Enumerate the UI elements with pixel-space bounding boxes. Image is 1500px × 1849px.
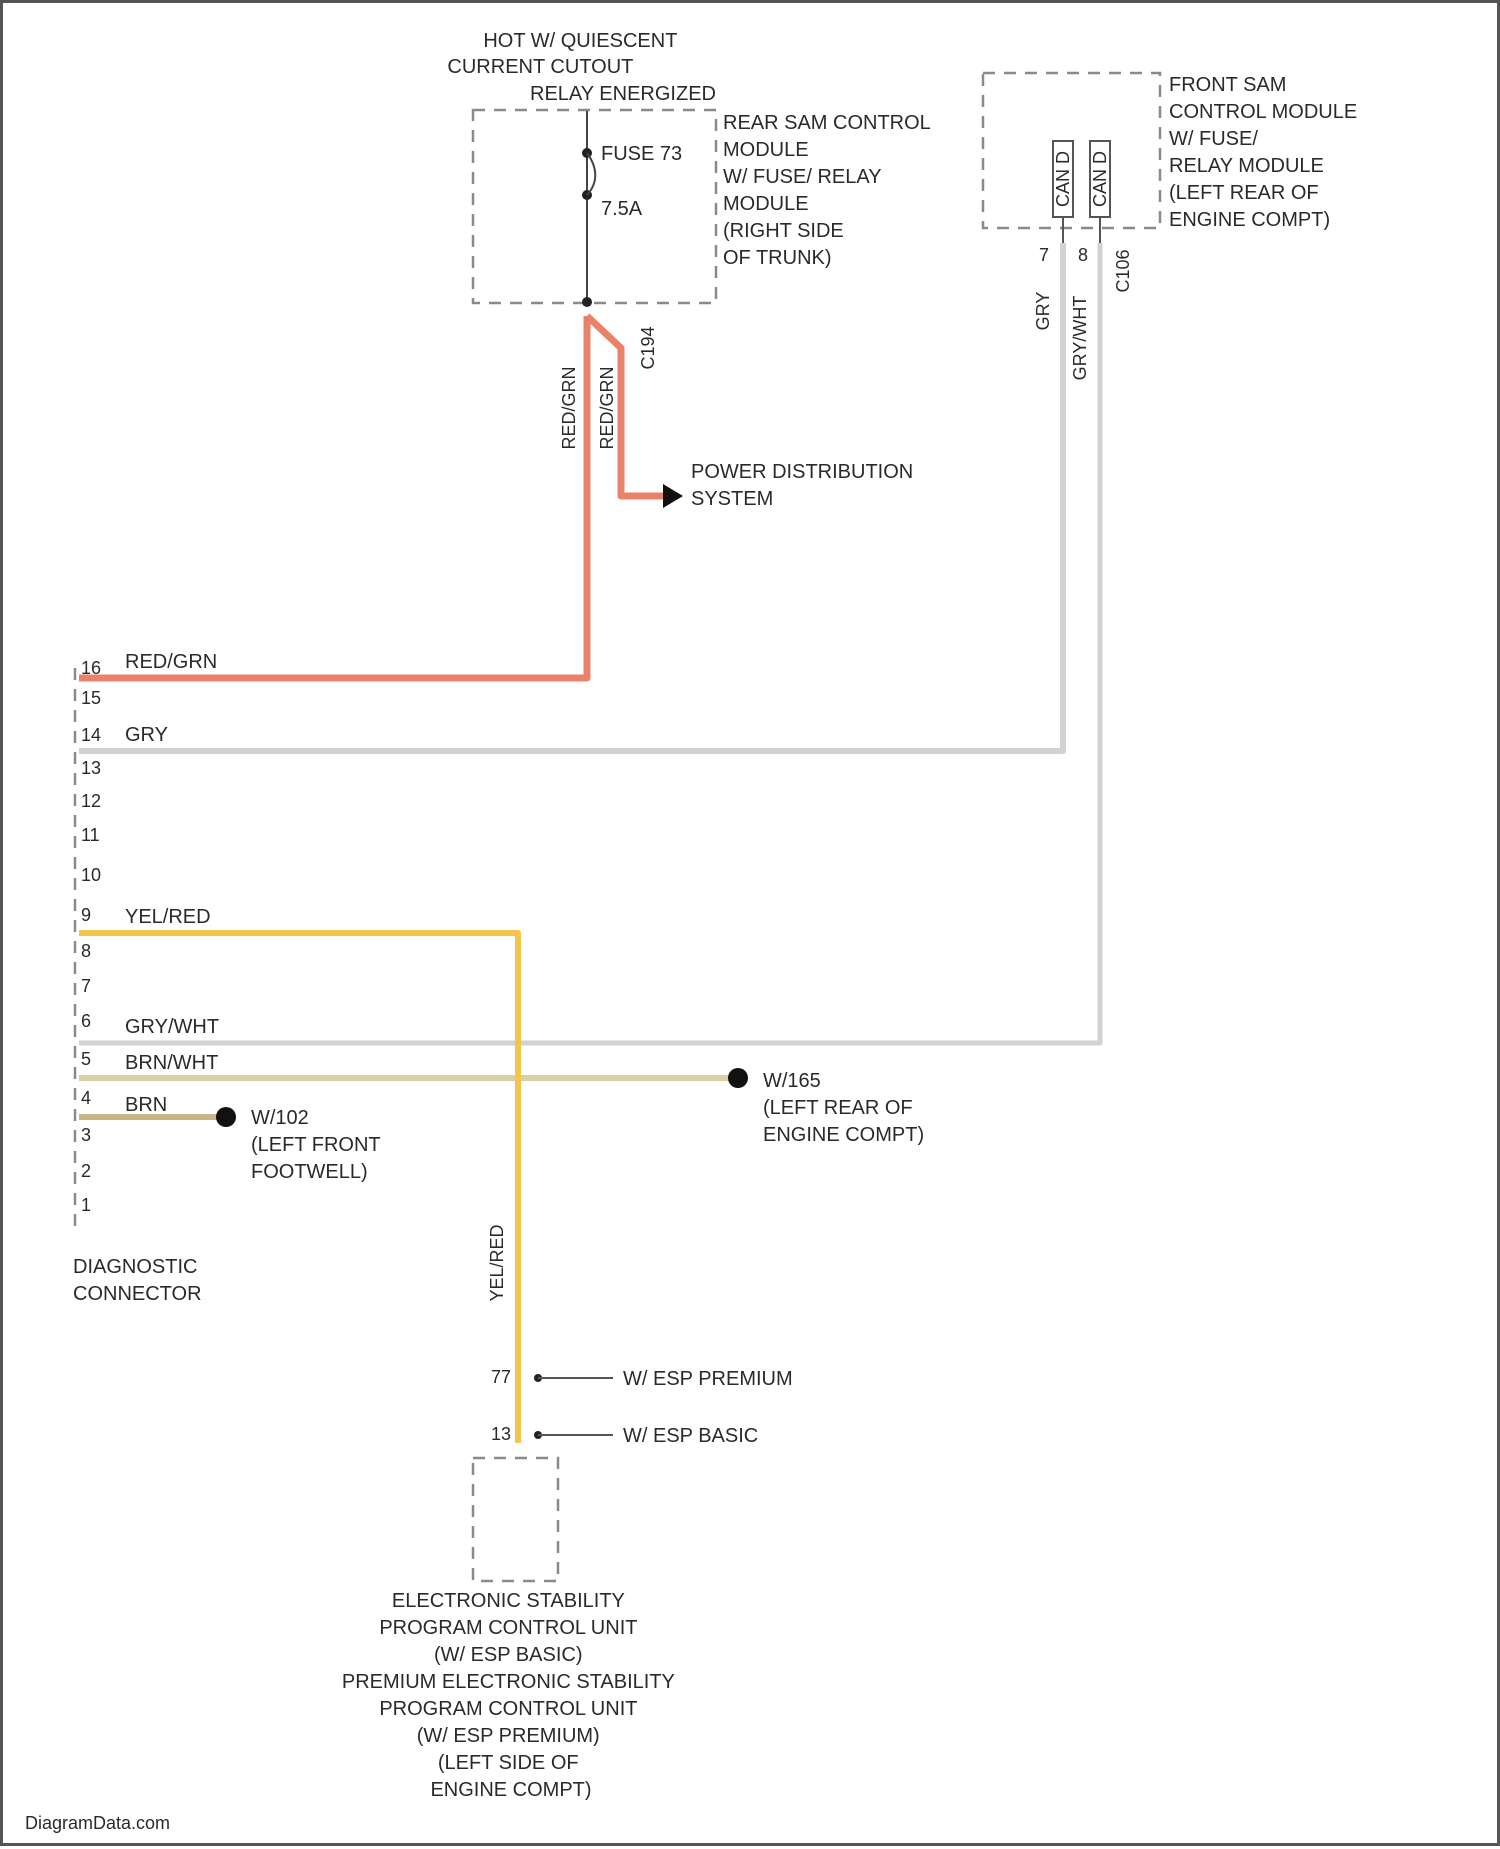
wire-label-pin6: GRY/WHT [125,1016,219,1038]
esp-wire-label: YEL/RED [487,1224,507,1301]
wire-label-pin5: BRN/WHT [125,1052,218,1074]
front-can-label-2: CAN D [1090,151,1110,207]
pin-number-15: 15 [81,688,101,708]
rear-sam-control-module [473,110,716,307]
wire-red-grn-pin16 [79,316,587,678]
pin-number-9: 9 [81,905,91,925]
power-distribution-arrow-icon [663,484,683,508]
wire-label-pin14: GRY [125,724,168,746]
pin-number-11: 11 [81,825,100,845]
front-sam-label: FRONT SAM CONTROL MODULE W/ FUSE/ RELAY … [1169,74,1363,231]
wire-label-pin16: RED/GRN [125,651,217,673]
rear-connector-label: C194 [638,326,658,369]
pin-number-10: 10 [81,865,101,885]
pin-number-7: 7 [81,976,91,996]
fuse-label: FUSE 73 [601,143,682,165]
watermark: DiagramData.com [25,1813,170,1833]
power-distribution-label: POWER DISTRIBUTION SYSTEM [691,461,919,510]
esp-premium-label: W/ ESP PREMIUM [623,1368,793,1390]
wire-yel-red-pin9 [79,933,518,1443]
fuse-rating: 7.5A [601,198,643,220]
pin-number-4: 4 [81,1088,91,1108]
rear-wire-label-2: RED/GRN [597,366,617,449]
front-wire-label-1: GRY [1033,292,1053,331]
pin-number-8: 8 [81,941,91,961]
diagnostic-connector-label: DIAGNOSTIC CONNECTOR [73,1256,203,1305]
ground-w165-label: W/165 (LEFT REAR OF ENGINE COMPT) [763,1070,924,1146]
front-pin-8: 8 [1078,245,1088,265]
pin-number-6: 6 [81,1011,91,1031]
esp-pin-premium: 77 [491,1367,511,1387]
rear-sam-label: REAR SAM CONTROL MODULE W/ FUSE/ RELAY M… [723,112,936,269]
rear-sam-note: HOT W/ QUIESCENT CURRENT CUTOUT RELAY EN… [447,30,716,105]
esp-basic-label: W/ ESP BASIC [623,1425,758,1447]
wire-label-pin4: BRN [125,1094,167,1116]
ground-w102-label: W/102 (LEFT FRONT FOOTWELL) [251,1107,386,1183]
pin-number-16: 16 [81,658,101,678]
front-wire-label-2: GRY/WHT [1070,296,1090,381]
pin-number-1: 1 [81,1195,91,1215]
front-can-label-1: CAN D [1053,151,1073,207]
pin-number-3: 3 [81,1125,91,1145]
wire-label-pin9: YEL/RED [125,906,211,928]
rear-wire-label-1: RED/GRN [559,366,579,449]
front-connector-label: C106 [1113,249,1133,292]
pin-number-12: 12 [81,791,101,811]
ground-w102-icon [216,1107,236,1127]
pin-number-13: 13 [81,758,101,778]
ground-w165-icon [728,1068,748,1088]
esp-control-unit-label: ELECTRONIC STABILITY PROGRAM CONTROL UNI… [342,1590,680,1801]
pin-number-5: 5 [81,1049,91,1069]
diagram-canvas: HOT W/ QUIESCENT CURRENT CUTOUT RELAY EN… [3,3,1500,1849]
pin-number-2: 2 [81,1161,91,1181]
front-pin-7: 7 [1039,245,1049,265]
diagnostic-connector-pins: 16 15 14 13 12 11 10 9 8 7 6 5 4 3 2 1 [81,658,101,1215]
esp-control-unit [473,1458,558,1581]
pin-number-14: 14 [81,725,101,745]
esp-pin-basic: 13 [491,1424,511,1444]
